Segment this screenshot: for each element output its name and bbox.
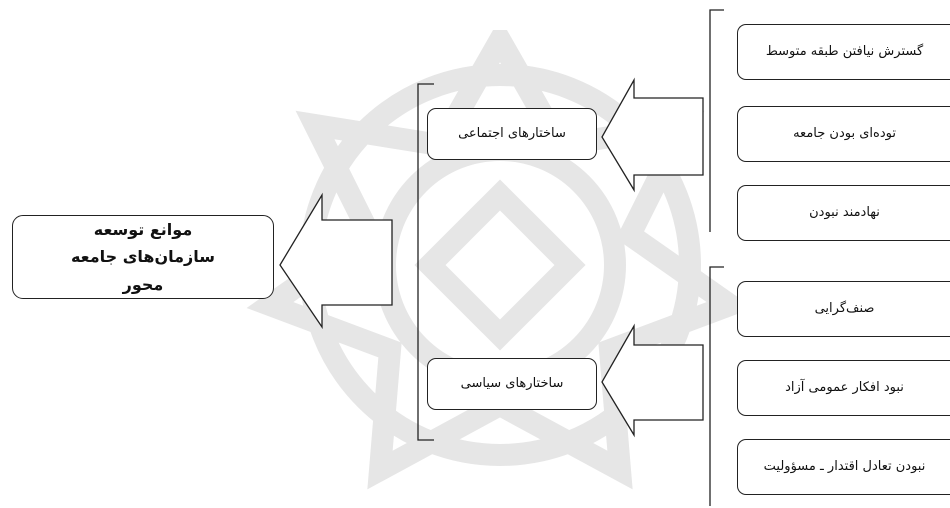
category-box-social: ساختارهای اجتماعی bbox=[427, 108, 597, 160]
category-bracket bbox=[417, 83, 434, 441]
factor-label: توده‌ای بودن جامعه bbox=[793, 125, 896, 141]
factor-label: نبودن تعادل اقتدار ـ مسؤولیت bbox=[763, 458, 926, 474]
factor-box: گسترش نیافتن طبقه متوسط bbox=[737, 24, 950, 80]
category-box-political: ساختارهای سیاسی bbox=[427, 358, 597, 410]
factor-box: صنف‌گرایی bbox=[737, 281, 950, 337]
main-outcome-box: موانع توسعه سازمان‌های جامعه محور bbox=[12, 215, 274, 299]
factor-box: نبود افکار عمومی آزاد bbox=[737, 360, 950, 416]
factor-label: نهادمند نبودن bbox=[809, 204, 880, 220]
factor-box: نبودن تعادل اقتدار ـ مسؤولیت bbox=[737, 439, 950, 495]
factor-label: نبود افکار عمومی آزاد bbox=[785, 379, 904, 395]
social-arrow bbox=[601, 77, 704, 193]
main-arrow bbox=[279, 192, 393, 330]
main-outcome-label: موانع توسعه سازمان‌های جامعه محور bbox=[70, 220, 216, 294]
factor-label: صنف‌گرایی bbox=[814, 300, 875, 316]
category-label: ساختارهای اجتماعی bbox=[458, 125, 566, 141]
category-label: ساختارهای سیاسی bbox=[460, 375, 564, 391]
factor-label: گسترش نیافتن طبقه متوسط bbox=[765, 43, 924, 59]
social-factors-bracket bbox=[709, 9, 724, 232]
political-arrow bbox=[601, 323, 704, 438]
factor-box: توده‌ای بودن جامعه bbox=[737, 106, 950, 162]
political-factors-bracket bbox=[709, 266, 724, 506]
factor-box: نهادمند نبودن bbox=[737, 185, 950, 241]
